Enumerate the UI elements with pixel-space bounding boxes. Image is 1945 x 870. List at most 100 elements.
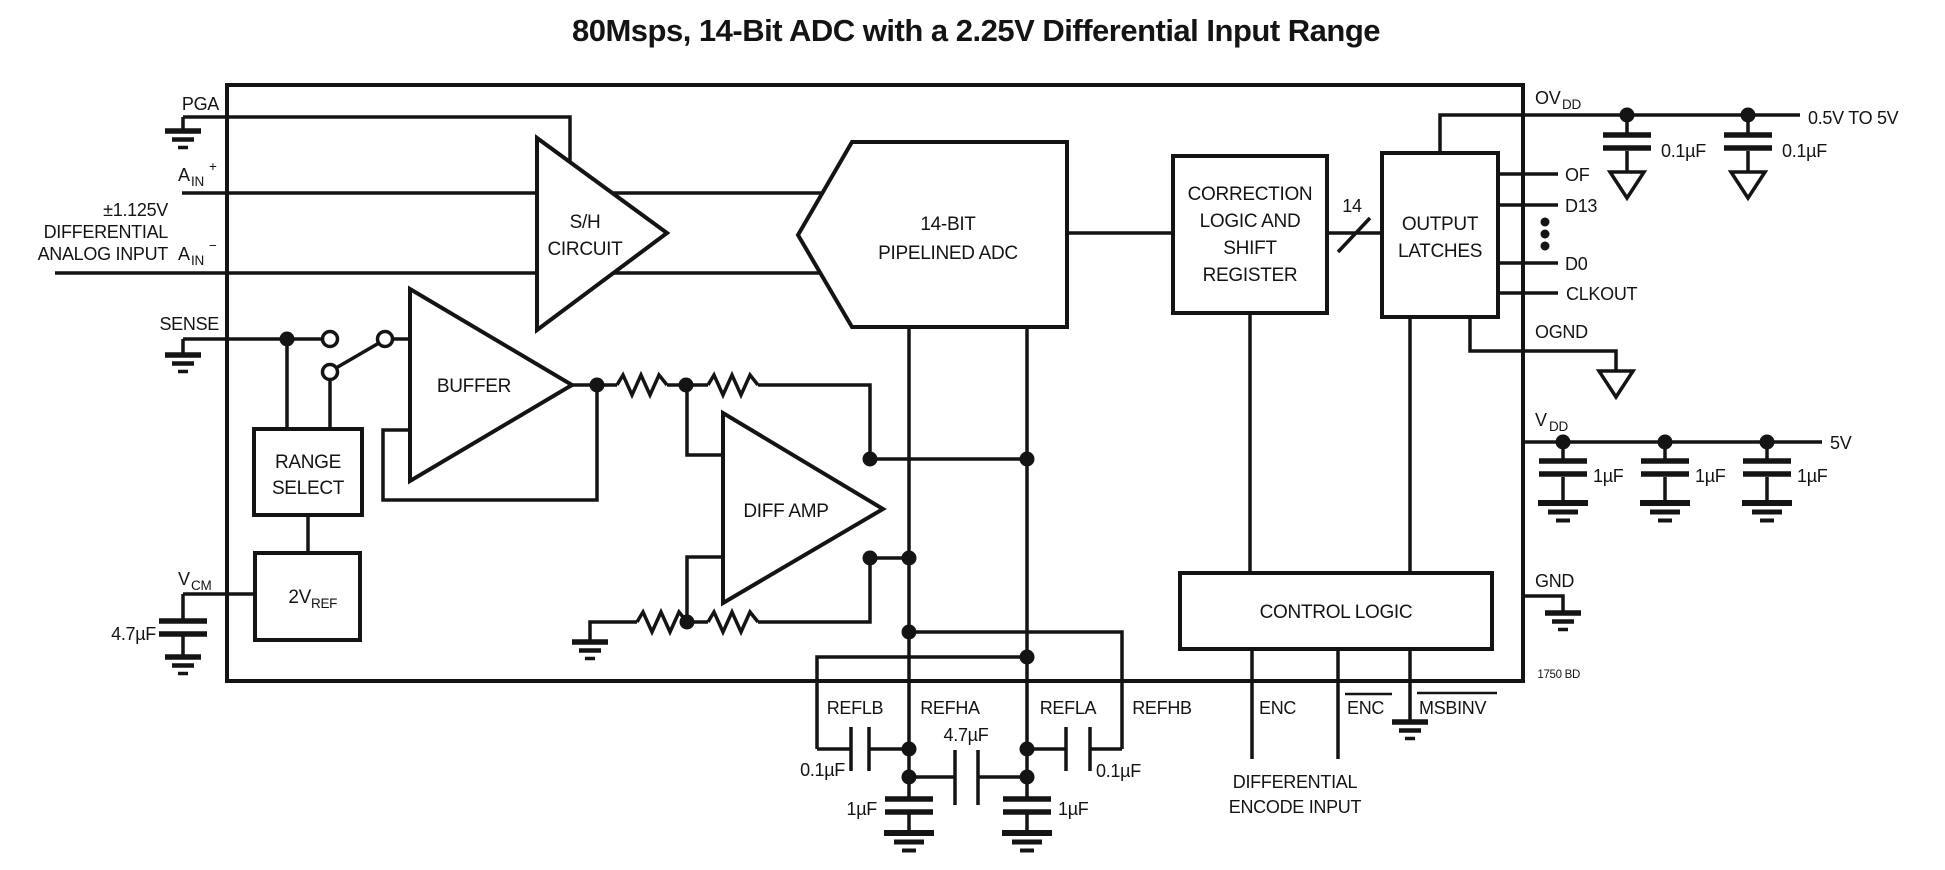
pin-label-ovdd: OV xyxy=(1535,88,1561,108)
correction-label-2: LOGIC AND xyxy=(1200,211,1301,232)
pin-label-reflb: REFLB xyxy=(827,698,884,718)
capacitor-ovdd1-icon xyxy=(1603,135,1651,148)
latches-label-2: LATCHES xyxy=(1398,241,1482,262)
ground-icon xyxy=(165,657,201,674)
switch-contact xyxy=(375,329,395,349)
sh-circuit-triangle xyxy=(535,134,671,334)
pin-label-vdd: V xyxy=(1535,410,1547,430)
ground-icon xyxy=(1002,833,1052,851)
wire-ref-rail-high xyxy=(909,630,1124,749)
pin-label-clkout: CLKOUT xyxy=(1566,284,1638,304)
encode-desc-line1: DIFFERENTIAL xyxy=(1233,772,1358,792)
correction-label-4: REGISTER xyxy=(1203,265,1298,286)
ground-icon xyxy=(1538,503,1588,521)
wire-ovdd xyxy=(1438,113,1800,153)
diff-amp-label: DIFF AMP xyxy=(743,501,828,522)
sh-label-1: S/H xyxy=(570,212,601,233)
cap-label-refha: 1µF xyxy=(847,799,878,819)
resistor-icon xyxy=(615,373,669,397)
wire-pga xyxy=(183,115,572,166)
wire-resistor-ground xyxy=(588,620,637,640)
pin-label-enc: ENC xyxy=(1259,698,1296,718)
pin-label-ainp-sub: IN xyxy=(191,174,204,189)
capacitor-vdd1-icon xyxy=(1539,461,1587,474)
input-desc-line2: DIFFERENTIAL xyxy=(44,222,169,242)
capacitor-reflb-icon xyxy=(849,727,871,771)
pin-label-pga: PGA xyxy=(182,94,219,114)
pin-label-msbinv: MSBINV xyxy=(1419,698,1487,718)
wire-diffamp-output-lower xyxy=(758,556,909,624)
pin-label-ognd: OGND xyxy=(1535,322,1588,342)
wire-diffamp-input-upper xyxy=(685,385,723,457)
resistor-icon xyxy=(706,610,760,634)
correction-label-1: CORRECTION xyxy=(1188,184,1313,205)
vref-label: 2V xyxy=(288,587,311,608)
wire-range-select-inputs xyxy=(285,339,332,429)
chip-outline xyxy=(225,83,1525,683)
ellipsis-dots-icon xyxy=(1540,217,1550,251)
bus-width-label: 14 xyxy=(1342,196,1362,216)
pin-label-ainm-sub: IN xyxy=(191,253,204,268)
cap-label-vdd3: 1µF xyxy=(1797,466,1828,486)
capacitor-ovdd2-icon xyxy=(1724,135,1772,148)
pin-label-ainm-sign: − xyxy=(209,238,217,253)
buffer-triangle xyxy=(408,285,576,485)
pipelined-adc-shape xyxy=(795,140,1069,329)
pin-label-ainm: A xyxy=(178,244,190,264)
wire-gnd xyxy=(1523,594,1565,611)
sh-label-2: CIRCUIT xyxy=(548,239,624,260)
switch-contact xyxy=(320,329,340,349)
cap-label-refhb: 0.1µF xyxy=(1096,761,1141,781)
ground-icon xyxy=(1392,722,1428,739)
part-reference: 1750 BD xyxy=(1537,669,1580,681)
wire-ognd xyxy=(1468,317,1618,371)
adc-label-2: PIPELINED ADC xyxy=(878,243,1018,264)
ground-icon xyxy=(1545,613,1581,630)
capacitor-refha-icon xyxy=(885,799,933,812)
pin-label-d0: D0 xyxy=(1565,254,1588,274)
bus-slash-icon xyxy=(1336,216,1372,254)
wire-ref-rail-low xyxy=(815,655,1027,749)
ground-triangle-icon xyxy=(1608,170,1646,200)
capacitor-ref47-icon xyxy=(953,750,980,805)
capacitor-refla-icon xyxy=(1003,799,1051,812)
control-logic-label: CONTROL LOGIC xyxy=(1260,602,1413,623)
resistor-icon xyxy=(706,373,760,397)
range-select-label-2: SELECT xyxy=(272,478,345,499)
pin-label-vcm-sub: CM xyxy=(191,578,211,593)
correction-logic-box xyxy=(1171,154,1329,315)
pin-label-ainp-sign: + xyxy=(209,159,217,174)
capacitor-vdd2-icon xyxy=(1641,461,1689,474)
pin-label-refhb: REFHB xyxy=(1132,698,1192,718)
cap-label-ovdd2: 0.1µF xyxy=(1782,141,1827,161)
buffer-label: BUFFER xyxy=(437,376,511,397)
wire-diffamp-input-lower xyxy=(685,555,723,622)
pin-label-sense: SENSE xyxy=(159,314,219,334)
output-latches-box xyxy=(1380,151,1500,319)
supply-range-label: 0.5V TO 5V xyxy=(1808,108,1899,128)
capacitor-refhb-icon xyxy=(1064,727,1092,771)
ground-triangle-icon xyxy=(1729,170,1767,200)
control-logic-box xyxy=(1178,571,1494,651)
supply-5v-label: 5V xyxy=(1830,433,1852,453)
pin-label-vdd-sub: DD xyxy=(1549,419,1568,434)
capacitor-vdd3-icon xyxy=(1743,461,1791,474)
input-desc-line3: ANALOG INPUT xyxy=(38,244,169,264)
switch-contact xyxy=(320,362,340,382)
cap-label-reflb: 0.1µF xyxy=(800,760,845,780)
diagram-title: 80Msps, 14-Bit ADC with a 2.25V Differen… xyxy=(572,13,1380,48)
cap-label-ovdd1: 0.1µF xyxy=(1661,141,1706,161)
cap-label-ref47: 4.7µF xyxy=(944,725,989,745)
ground-icon xyxy=(1742,503,1792,521)
correction-label-3: SHIFT xyxy=(1223,238,1277,259)
cap-label-vcm: 4.7µF xyxy=(111,624,156,644)
junction-dots xyxy=(279,107,1775,785)
pin-label-enc-bar: ENC xyxy=(1347,698,1384,718)
range-select-box xyxy=(252,427,364,517)
pin-label-refha: REFHA xyxy=(920,698,980,718)
pin-label-ainp: A xyxy=(178,165,190,185)
wire-output-pins xyxy=(1498,172,1558,295)
pin-label-d13: D13 xyxy=(1565,196,1597,216)
